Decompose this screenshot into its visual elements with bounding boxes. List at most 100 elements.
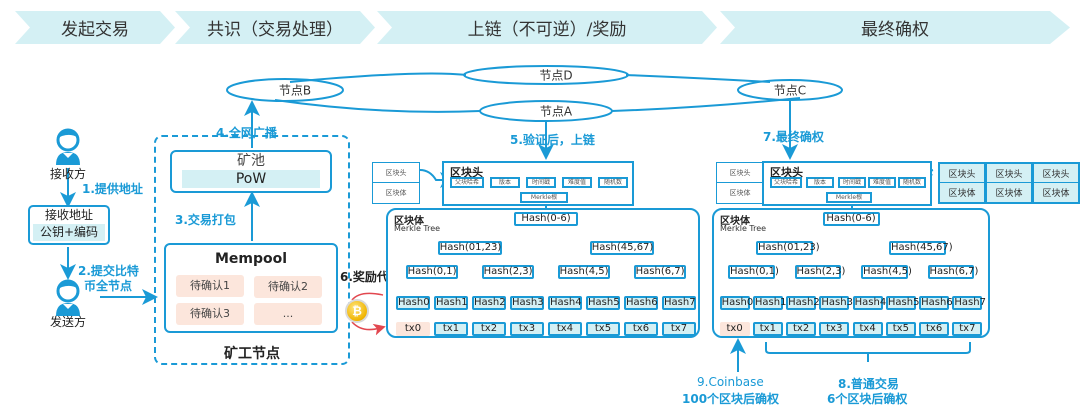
step-6-label: 6.奖励代币 <box>340 270 401 284</box>
mempool-title: Mempool <box>214 251 288 267</box>
step-7-label: 7.最终确权 <box>763 130 824 144</box>
merkle-leaf-node: Hash6 <box>919 296 953 310</box>
phase-label: 上链（不可逆）/奖励 <box>467 20 627 40</box>
transaction: tx2 <box>472 322 506 336</box>
receiver-person-icon <box>56 128 80 165</box>
merkle-leaf-node: Hash2 <box>786 296 820 310</box>
pool-title: 矿池 <box>237 153 265 169</box>
step-2-label-line2: 币全节点 <box>84 279 133 293</box>
merkle-leaf-node: Hash0 <box>719 296 754 310</box>
block-header: 区块头 父块哈希 版本 时间戳 难度值 随机数 Merkle根 <box>762 161 932 206</box>
transaction: tx2 <box>786 322 817 336</box>
network-link <box>625 74 771 83</box>
sender-label: 发送方 <box>49 315 87 329</box>
step-9-label-line1: 9.Coinbase <box>697 375 764 389</box>
mini-body-label: 区块体 <box>729 189 751 197</box>
step-1-label: 1.提供地址 <box>82 182 143 196</box>
address-sub: 公钥+编码 <box>33 224 105 241</box>
receiver-label: 接收方 <box>49 167 87 181</box>
node-d: 节点D <box>539 68 573 83</box>
merkle-leaf-node: Hash6 <box>624 296 658 310</box>
mining-pool-box: 矿池 PoW <box>170 150 332 193</box>
merkle-leaf-node: Hash3 <box>510 296 544 310</box>
merkle-level2-node: Hash(0,1) <box>728 265 779 279</box>
phase-finality: 最终确权 <box>720 11 1070 44</box>
header-field-timestamp: 时间戳 <box>526 177 556 188</box>
node-c: 节点C <box>773 83 807 98</box>
transaction: tx1 <box>434 322 468 336</box>
merkle-level2-node: Hash(6,7) <box>927 265 979 279</box>
mini-header-label: 区块头 <box>940 164 984 183</box>
step-3-label: 3.交易打包 <box>175 213 236 227</box>
transaction: tx1 <box>752 322 783 336</box>
mini-header-label: 区块头 <box>717 163 763 183</box>
header-field-version: 版本 <box>806 177 834 188</box>
merkle-leaf-node: Hash5 <box>885 296 920 310</box>
merkle-leaf-node: Hash3 <box>819 296 853 310</box>
coinbase-tx: tx0 <box>396 322 430 336</box>
merkle-level2-node: Hash(6,7) <box>633 265 687 279</box>
header-field-parent-hash: 父块哈希 <box>450 177 484 188</box>
next-block-2: 区块头 区块体 <box>985 162 1033 204</box>
brace-normal-tx <box>765 342 971 362</box>
body-title: 区块体 <box>720 216 750 227</box>
next-block-3: 区块头 区块体 <box>1032 162 1080 204</box>
mini-header-label: 区块头 <box>373 163 419 183</box>
merkle-root-node: Hash(0-6) <box>822 212 880 226</box>
block-header-title: 区块头 <box>770 166 803 179</box>
header-field-timestamp: 时间戳 <box>838 177 866 188</box>
merkle-level2-node: Hash(2,3) <box>794 265 846 279</box>
coinbase-tx: tx0 <box>719 322 750 336</box>
prev-block-mini: 区块头 区块体 <box>716 162 764 204</box>
merkle-leaf-node: Hash2 <box>472 296 506 310</box>
step-2-label-line1: 2.提交比特 <box>78 264 139 278</box>
node-a: 节点A <box>539 104 573 119</box>
receive-address-box: 接收地址 公钥+编码 <box>28 205 110 245</box>
body-subtitle: Merkle Tree <box>394 224 441 233</box>
phase-label: 共识（交易处理） <box>207 20 343 40</box>
transaction: tx5 <box>586 322 620 336</box>
header-field-difficulty: 难度值 <box>868 177 896 188</box>
phase-label: 发起交易 <box>61 20 129 40</box>
mini-body-label: 区块体 <box>385 189 407 197</box>
pow-label: PoW <box>182 170 320 188</box>
merkle-leaf-node: Hash5 <box>586 296 620 310</box>
body-subtitle: Merkle Tree <box>720 224 767 233</box>
step-8-label-line1: 8.普通交易 <box>838 377 899 391</box>
mempool-box: Mempool 待确认1 待确认2 待确认3 ... <box>164 243 338 333</box>
transaction: tx5 <box>885 322 916 336</box>
node-b: 节点B <box>278 83 312 98</box>
pending-tx: ... <box>254 303 322 325</box>
header-field-nonce: 随机数 <box>898 177 926 188</box>
miner-node-label: 矿工节点 <box>224 346 280 362</box>
mini-body-label: 区块体 <box>995 189 1023 199</box>
phase-initiate: 发起交易 <box>15 11 175 44</box>
pending-tx: 待确认3 <box>176 303 244 325</box>
mini-header-label: 区块头 <box>987 164 1031 183</box>
merkle-level1-node: Hash(45,67) <box>589 241 655 255</box>
merkle-level1-node: Hash(01,23) <box>437 241 503 255</box>
header-field-nonce: 随机数 <box>598 177 628 188</box>
merkle-leaf-node: Hash7 <box>662 296 696 310</box>
sender-person-icon <box>56 279 80 316</box>
step-9-label-line2: 100个区块后确权 <box>682 392 780 406</box>
body-title: 区块体 <box>394 216 424 227</box>
mini-header-label: 区块头 <box>1034 164 1078 183</box>
mini-body-label: 区块体 <box>948 189 976 199</box>
header-field-version: 版本 <box>490 177 520 188</box>
transaction: tx7 <box>952 322 983 336</box>
merkle-leaf-node: Hash7 <box>952 296 986 310</box>
merkle-level2-node: Hash(2,3) <box>481 265 535 279</box>
header-field-merkle-root: Merkle根 <box>826 192 872 203</box>
merkle-leaf-node: Hash0 <box>396 296 430 310</box>
transaction: tx3 <box>510 322 544 336</box>
transaction: tx6 <box>624 322 658 336</box>
mini-body-label: 区块体 <box>1042 189 1070 199</box>
merkle-level1-node: Hash(45,67) <box>889 241 953 255</box>
merkle-root-node: Hash(0-6) <box>513 212 579 226</box>
bitcoin-coin-icon: ₿ <box>345 299 369 323</box>
header-field-merkle-root: Merkle根 <box>520 192 568 203</box>
merkle-level2-node: Hash(0,1) <box>405 265 459 279</box>
block-header-title: 区块头 <box>450 166 483 179</box>
pending-tx: 待确认1 <box>176 275 244 297</box>
